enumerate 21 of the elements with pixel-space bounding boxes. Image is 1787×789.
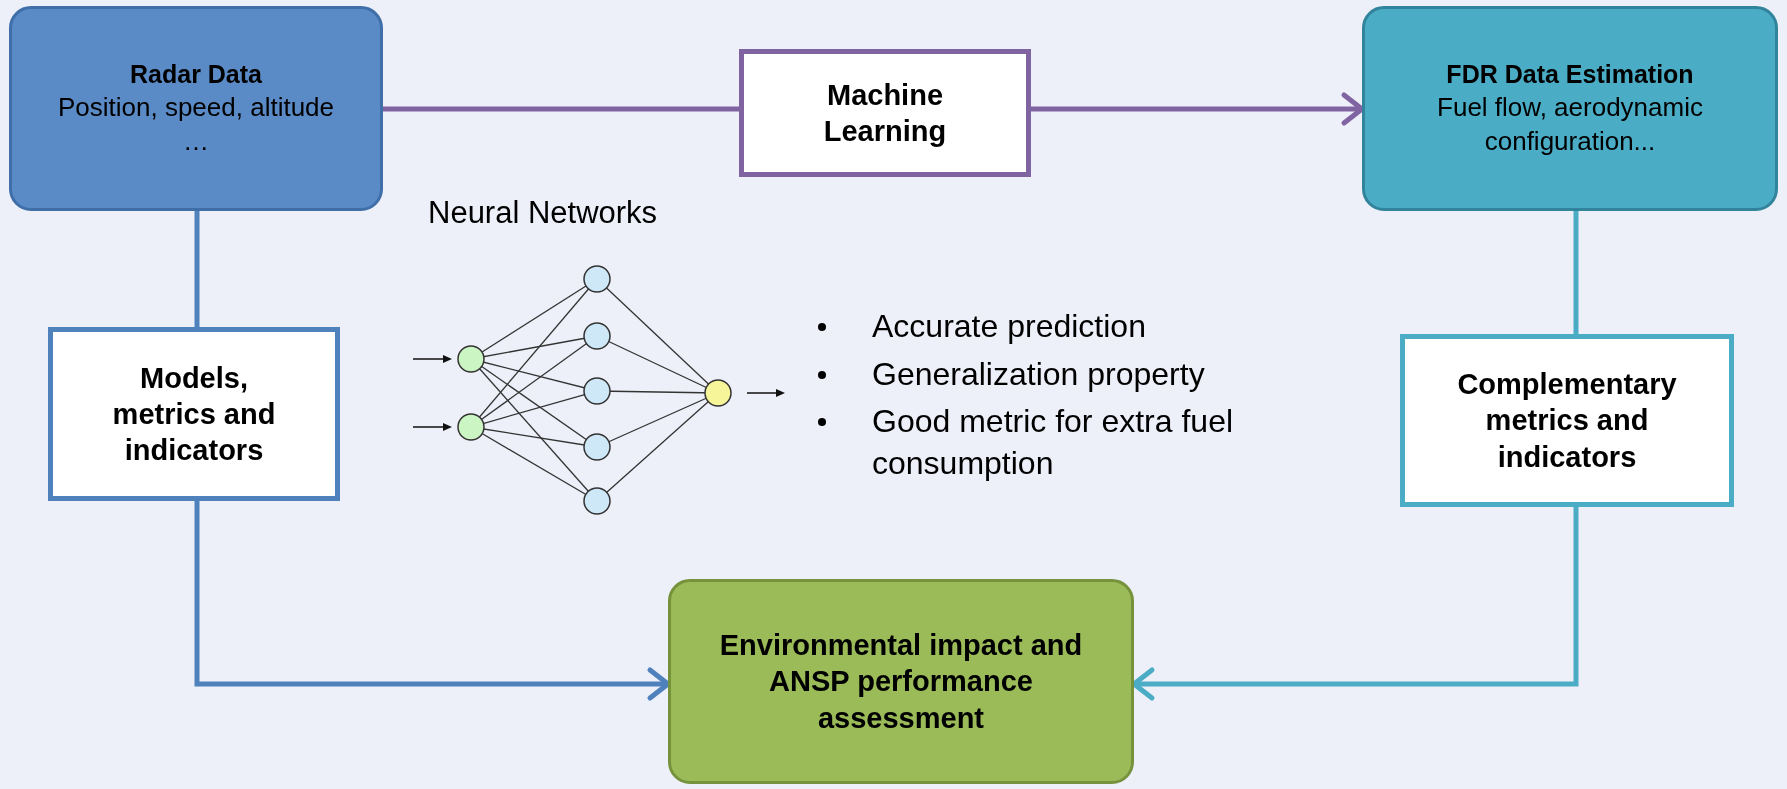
connector-line <box>1573 211 1579 334</box>
box-label: Models, metrics and indicators <box>111 360 277 469</box>
diagram-label: Neural Networks <box>428 194 658 232</box>
bullet-item: Good metric for extra fuel consumption <box>872 402 1235 483</box>
result-box <box>668 579 1134 784</box>
box-heading: FDR Data Estimation <box>1446 59 1694 91</box>
box-label: Machine Learning <box>822 77 948 149</box>
bullet-item: Generalization property <box>872 354 1205 394</box>
box-label: Complementary metrics and indicators <box>1456 367 1678 475</box>
box-heading: Radar Data <box>130 59 262 91</box>
connector-line <box>383 106 739 112</box>
process-box <box>48 327 340 501</box>
data-source-box <box>9 6 383 211</box>
process-box <box>739 49 1031 177</box>
connector-line <box>194 211 200 327</box>
bullet-item: Accurate prediction <box>872 307 1146 346</box>
output-box <box>1362 6 1778 211</box>
process-box <box>1400 334 1734 507</box>
box-label: Environmental impact and ANSP performance assessment <box>718 628 1084 736</box>
box-description: Position, speed, altitude … <box>56 90 336 158</box>
box-description: Fuel flow, aerodynamic configuration... <box>1436 90 1704 158</box>
